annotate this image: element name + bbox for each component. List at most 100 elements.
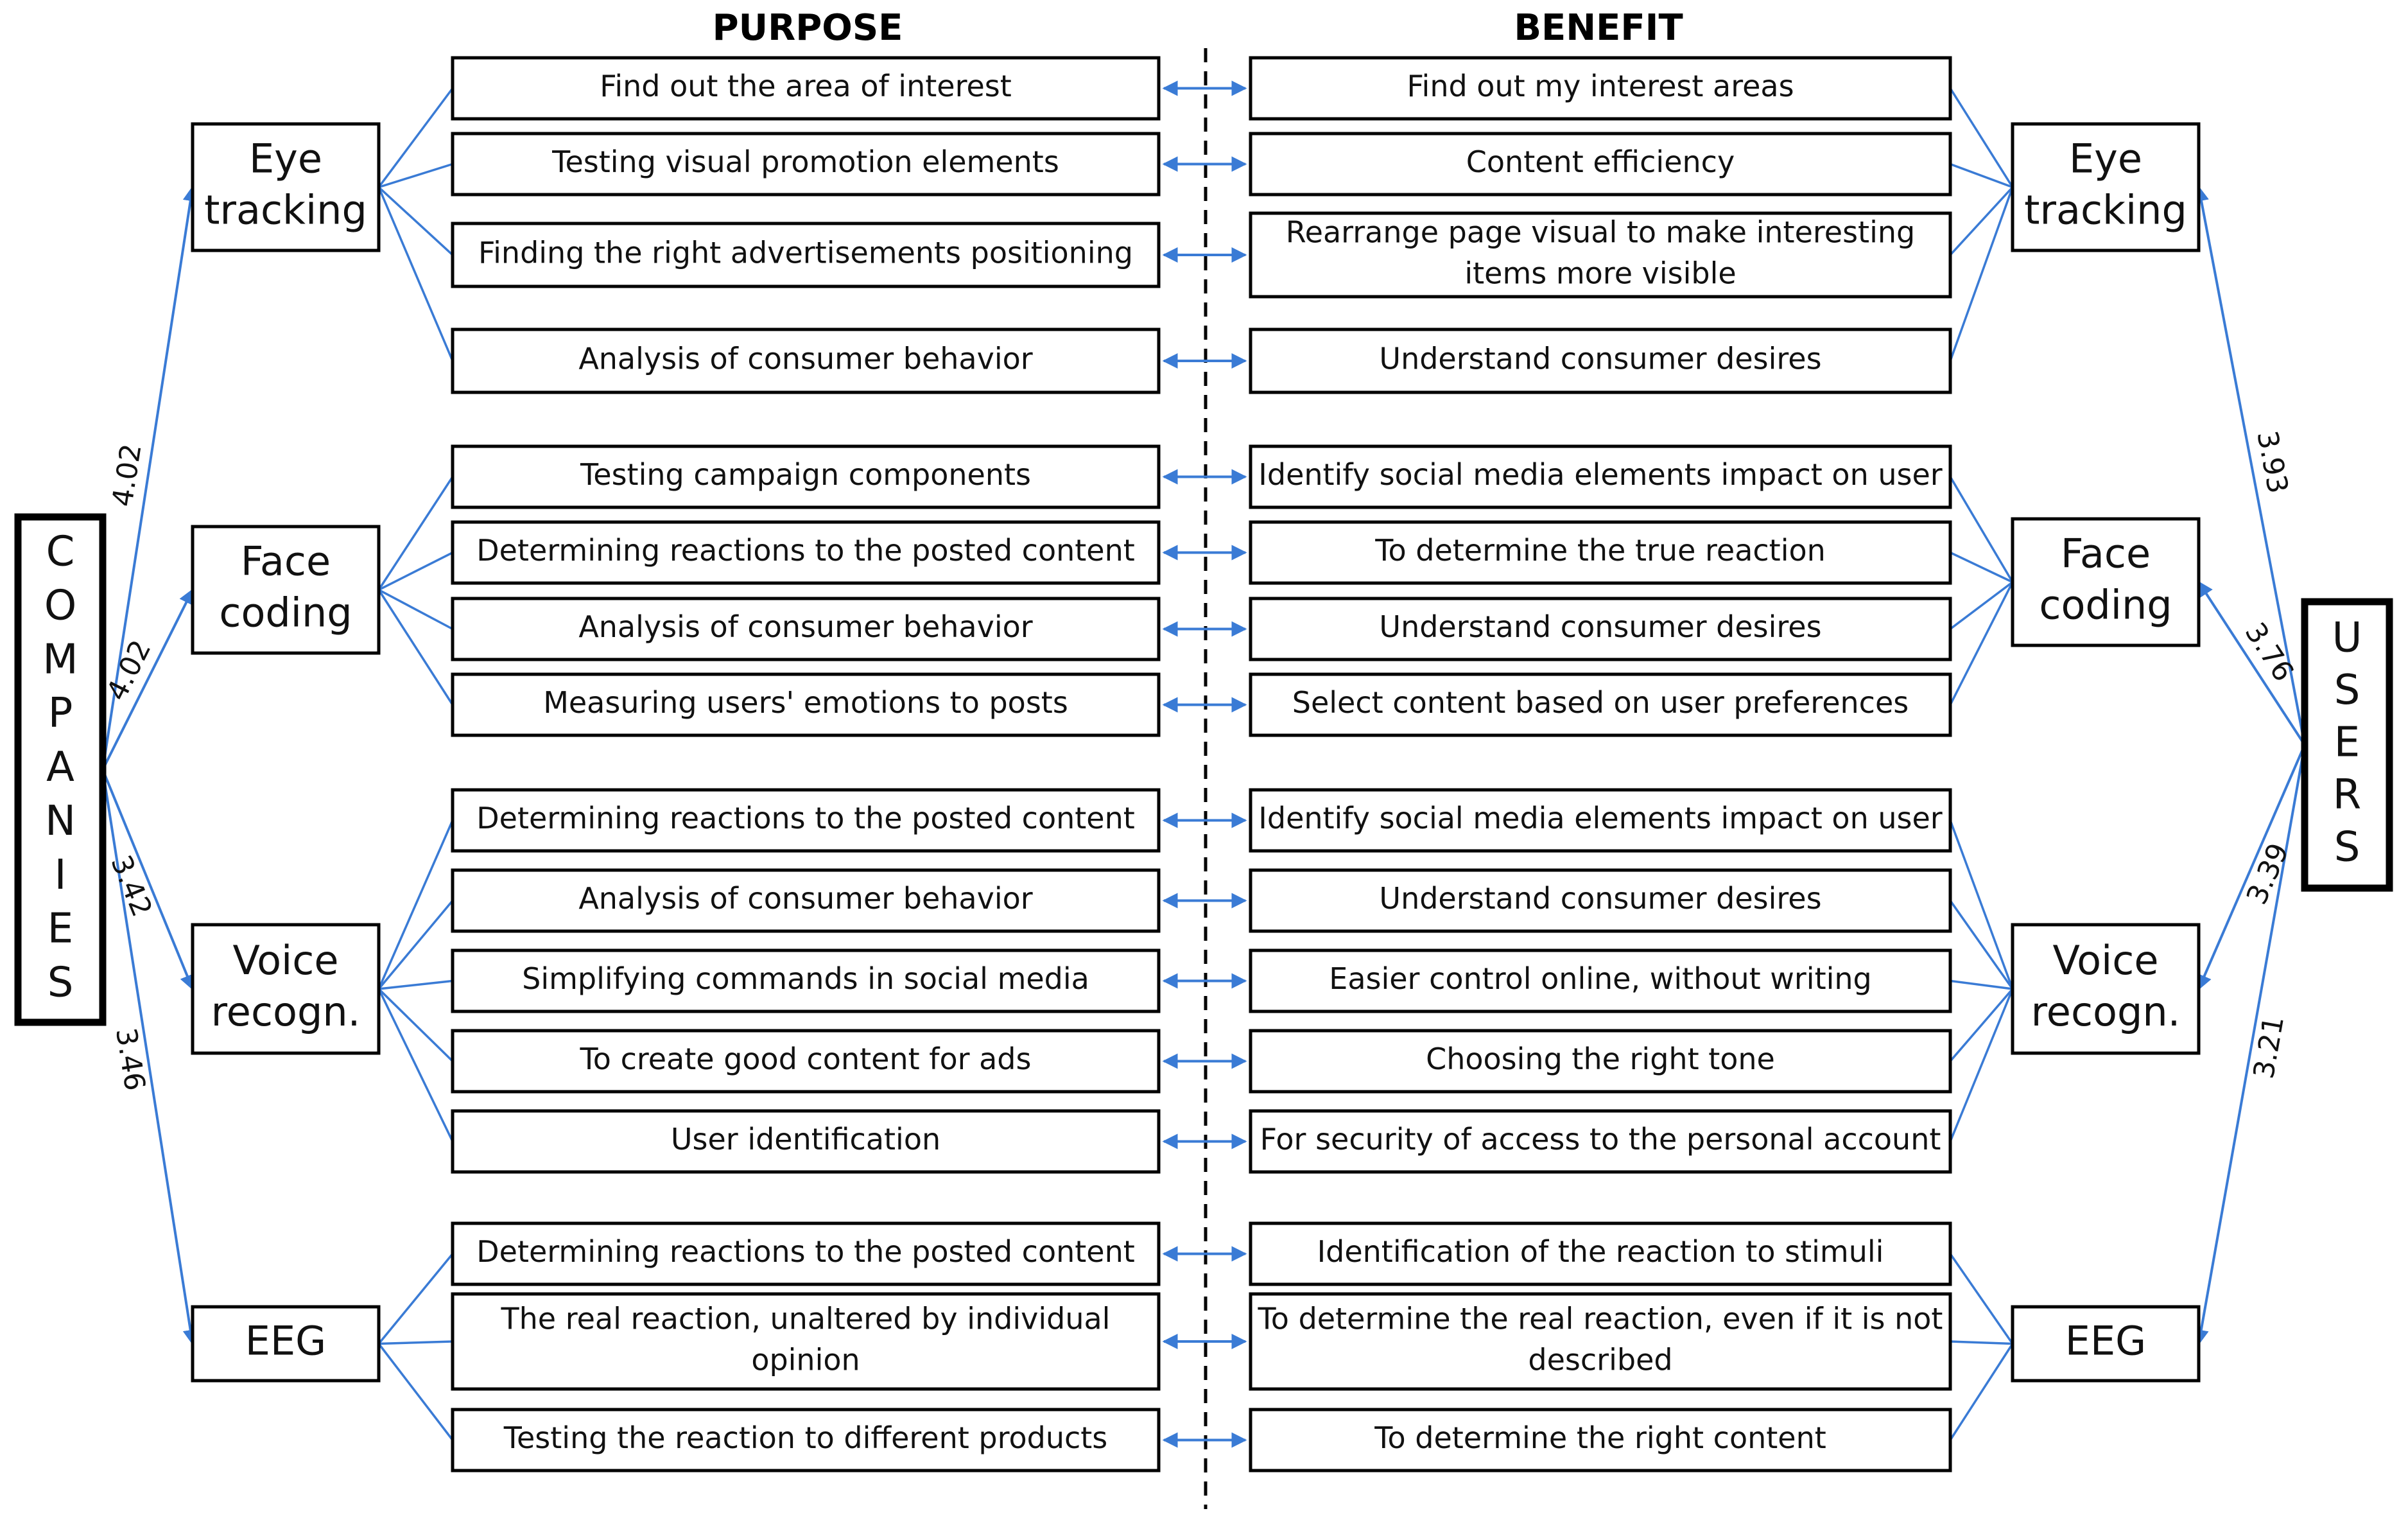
companies-letter: M	[42, 636, 78, 683]
users-letter: R	[2333, 771, 2361, 819]
companies-to-eeg-arrow	[101, 769, 198, 1345]
purpose-text: Measuring users' emotions to posts	[543, 685, 1068, 720]
users-letter: S	[2334, 824, 2360, 871]
benefit-box: Rearrange page visual to make interestin…	[1249, 211, 1952, 299]
purpose-link-line	[377, 186, 454, 256]
purpose-link-line	[377, 988, 454, 1142]
purpose-link-line	[377, 988, 454, 1062]
benefit-link-line	[1949, 988, 2014, 1062]
benefit-text: To determine the real reaction, even if …	[1258, 1302, 1943, 1377]
benefit-link-line	[1949, 1253, 2014, 1345]
purpose-text: Determining reactions to the posted cont…	[476, 801, 1135, 835]
benefit-link-line	[1950, 1340, 2013, 1345]
purpose-box: Determining reactions to the posted cont…	[451, 1221, 1161, 1286]
companies-to-face-coding-arrow	[101, 588, 194, 771]
benefit-text: Find out my interest areas	[1407, 69, 1794, 103]
purpose-box: User identification	[451, 1109, 1161, 1174]
purpose-box: Testing campaign components	[451, 444, 1161, 509]
benefit-box: Identify social media elements impact on…	[1249, 444, 1952, 509]
purpose-link-line	[378, 162, 453, 189]
technology-box-left-eeg: EEG	[191, 1305, 381, 1383]
purpose-link-line	[377, 186, 454, 362]
connector-lines	[101, 87, 2306, 1441]
benefit-link-line	[1950, 162, 2013, 189]
purpose-link-line	[377, 900, 454, 990]
companies-score-face-coding: 4.02	[100, 635, 157, 706]
purpose-text: Analysis of consumer behavior	[578, 342, 1032, 376]
benefit-box: Understand consumer desires	[1249, 868, 1952, 933]
purpose-link-line	[377, 589, 454, 706]
users-to-eye-tracking-arrow	[2194, 186, 2306, 746]
purpose-text: To create good content for ads	[580, 1042, 1032, 1076]
purpose-link-line	[377, 819, 454, 990]
purpose-text: Simplifying commands in social media	[522, 961, 1089, 996]
companies-letter: P	[48, 690, 73, 737]
benefit-box: Understand consumer desires	[1249, 328, 1952, 394]
purpose-box: Find out the area of interest	[451, 56, 1161, 121]
companies-to-eye-tracking-arrow	[101, 186, 198, 770]
benefit-box: Find out my interest areas	[1249, 56, 1952, 121]
companies-letter: S	[48, 959, 74, 1007]
benefit-link-line	[1950, 979, 2013, 990]
users-score-eeg: 3.21	[2248, 1013, 2291, 1081]
purpose-box: Testing the reaction to different produc…	[451, 1408, 1161, 1472]
users-letter: U	[2332, 615, 2362, 662]
benefit-text: Understand consumer desires	[1379, 342, 1821, 376]
benefit-link-line	[1949, 581, 2014, 706]
purpose-text: Determining reactions to the posted cont…	[476, 533, 1135, 568]
purpose-text: Testing campaign components	[580, 457, 1031, 492]
purpose-link-line	[378, 979, 453, 990]
purpose-text: Testing the reaction to different produc…	[503, 1420, 1108, 1455]
benefit-link-line	[1949, 476, 2014, 583]
purpose-text: Testing visual promotion elements	[551, 144, 1059, 179]
purpose-box: Measuring users' emotions to posts	[451, 672, 1161, 737]
purpose-link-line	[377, 476, 454, 591]
benefit-box: To determine the real reaction, even if …	[1249, 1292, 1952, 1391]
benefit-box: To determine the true reaction	[1249, 520, 1952, 585]
purpose-text: Determining reactions to the posted cont…	[476, 1234, 1135, 1269]
benefit-header: BENEFIT	[1514, 7, 1683, 49]
benefit-text: Identify social media elements impact on…	[1258, 801, 1942, 835]
purpose-text: The real reaction, unaltered by individu…	[501, 1302, 1111, 1377]
purpose-box: Analysis of consumer behavior	[451, 597, 1161, 661]
purpose-link-line	[377, 1253, 454, 1345]
benefit-text: To determine the right content	[1374, 1420, 1826, 1455]
benefit-box: Choosing the right tone	[1249, 1029, 1952, 1094]
purpose-box: The real reaction, unaltered by individu…	[451, 1292, 1161, 1391]
benefit-box: Content efficiency	[1249, 132, 1952, 197]
users-letter: E	[2334, 719, 2360, 767]
benefit-link-line	[1950, 551, 2013, 584]
companies-letter: C	[46, 529, 75, 576]
companies-letter: I	[55, 852, 67, 899]
purpose-text: User identification	[671, 1122, 940, 1157]
benefit-box: Identification of the reaction to stimul…	[1249, 1221, 1952, 1286]
purpose-text: Analysis of consumer behavior	[578, 609, 1032, 644]
users-to-eeg-arrow	[2193, 744, 2306, 1345]
benefit-link-line	[1949, 186, 2014, 362]
users-to-face-coding-arrow	[2197, 581, 2306, 746]
purpose-link-line	[378, 588, 453, 631]
purpose-link-line	[378, 551, 453, 591]
users-score-eye-tracking: 3.93	[2250, 428, 2294, 496]
purpose-box: Determining reactions to the posted cont…	[451, 788, 1161, 853]
companies-score-eye-tracking: 4.02	[106, 442, 148, 509]
benefit-text: Select content based on user preferences	[1292, 685, 1909, 720]
benefit-text: Content efficiency	[1466, 144, 1735, 179]
purpose-header: PURPOSE	[713, 7, 903, 49]
benefit-link-line	[1949, 581, 2014, 630]
purpose-box: Testing visual promotion elements	[451, 132, 1161, 197]
benefit-link-line	[1949, 87, 2014, 188]
purpose-box: Analysis of consumer behavior	[451, 868, 1161, 933]
